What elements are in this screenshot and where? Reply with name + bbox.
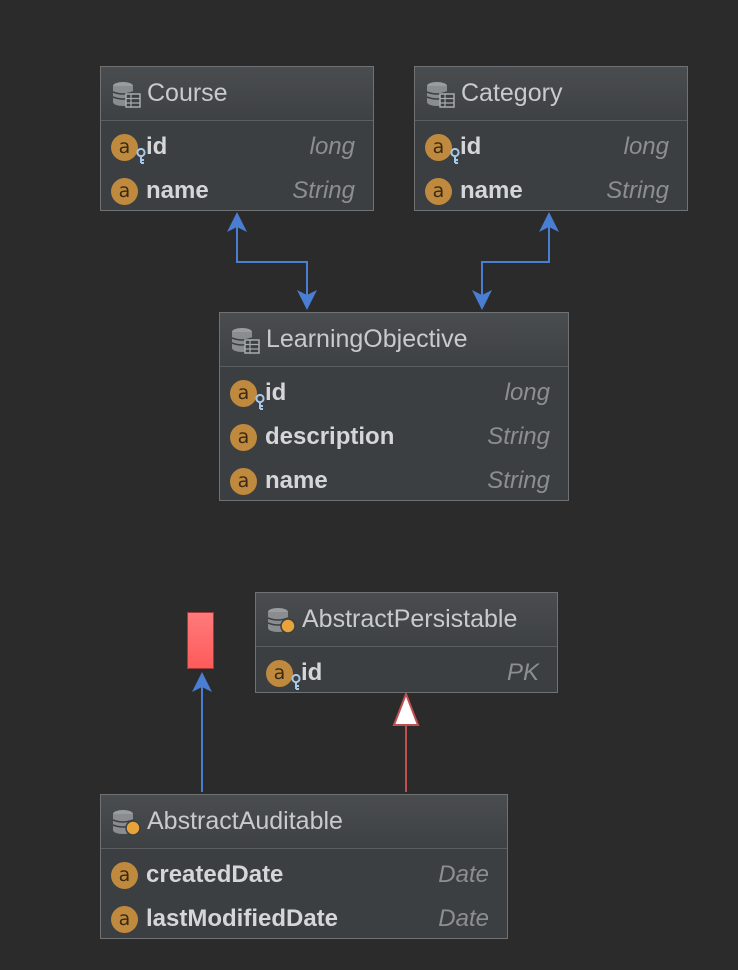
entity-header: AbstractPersistable xyxy=(256,593,557,647)
field-type: Date xyxy=(438,861,489,888)
attribute-icon: a xyxy=(111,905,138,933)
field-row[interactable]: a name String xyxy=(101,169,373,213)
arrowhead-up-icon xyxy=(539,212,559,232)
field-type: String xyxy=(292,177,355,204)
primary-key-attribute-icon: a xyxy=(230,379,265,410)
primary-key-attribute-icon: a xyxy=(266,659,301,690)
field-row[interactable]: a id long xyxy=(220,371,568,415)
entity-learning-objective[interactable]: LearningObjective a id long a descriptio… xyxy=(219,312,569,501)
table-icon xyxy=(425,80,455,108)
field-type: long xyxy=(623,133,669,160)
category-learningobjective-link[interactable] xyxy=(481,222,550,300)
field-row[interactable]: a description String xyxy=(220,415,568,459)
field-type: String xyxy=(487,467,550,494)
field-type: long xyxy=(309,133,355,160)
inheritance-arrowhead-icon xyxy=(392,691,420,726)
field-name: id xyxy=(146,133,168,160)
attribute-icon: a xyxy=(111,177,138,205)
entity-header: AbstractAuditable xyxy=(101,795,507,849)
mapped-superclass-icon xyxy=(111,808,141,836)
primary-key-attribute-icon: a xyxy=(111,133,146,164)
arrowhead-down-icon xyxy=(297,290,317,310)
field-type: String xyxy=(487,423,550,450)
entity-header: Course xyxy=(101,67,373,121)
attribute-icon: a xyxy=(230,467,257,495)
field-name: lastModifiedDate xyxy=(146,905,339,932)
arrowhead-up-icon xyxy=(227,212,247,232)
attribute-icon: a xyxy=(425,177,452,205)
arrowhead-up-icon xyxy=(192,672,212,692)
field-name: id xyxy=(301,659,323,686)
field-row[interactable]: a lastModifiedDate Date xyxy=(101,897,507,941)
field-name: name xyxy=(265,467,328,494)
unresolved-reference-marker[interactable] xyxy=(187,612,214,669)
field-type: PK xyxy=(506,659,539,686)
field-row[interactable]: a createdDate Date xyxy=(101,853,507,897)
entity-title: AbstractAuditable xyxy=(147,807,343,835)
field-row[interactable]: a id long xyxy=(415,125,687,169)
entity-header: Category xyxy=(415,67,687,121)
primary-key-attribute-icon: a xyxy=(425,133,460,164)
field-row[interactable]: a name String xyxy=(415,169,687,213)
entity-title: AbstractPersistable xyxy=(302,605,518,633)
attribute-icon: a xyxy=(111,861,138,889)
field-name: name xyxy=(460,177,523,204)
course-learningobjective-link[interactable] xyxy=(236,222,308,300)
field-name: id xyxy=(265,379,287,406)
field-type: String xyxy=(606,177,669,204)
arrowhead-down-icon xyxy=(472,290,492,310)
mapped-superclass-icon xyxy=(266,606,296,634)
entity-course[interactable]: Course a id long a name String xyxy=(100,66,374,211)
entity-header: LearningObjective xyxy=(220,313,568,367)
entity-title: LearningObjective xyxy=(266,325,468,353)
field-type: Date xyxy=(438,905,489,932)
entity-title: Course xyxy=(147,79,228,107)
field-row[interactable]: a id PK xyxy=(256,651,557,695)
table-icon xyxy=(111,80,141,108)
table-icon xyxy=(230,326,260,354)
entity-category[interactable]: Category a id long a name String xyxy=(414,66,688,211)
field-name: id xyxy=(460,133,482,160)
field-row[interactable]: a name String xyxy=(220,459,568,503)
attribute-icon: a xyxy=(230,423,257,451)
field-row[interactable]: a id long xyxy=(101,125,373,169)
field-name: name xyxy=(146,177,209,204)
field-type: long xyxy=(504,379,550,406)
entity-title: Category xyxy=(461,79,563,107)
field-name: createdDate xyxy=(146,861,284,888)
entity-abstract-auditable[interactable]: AbstractAuditable a createdDate Date a l… xyxy=(100,794,508,939)
entity-abstract-persistable[interactable]: AbstractPersistable a id PK xyxy=(255,592,558,693)
field-name: description xyxy=(265,423,395,450)
